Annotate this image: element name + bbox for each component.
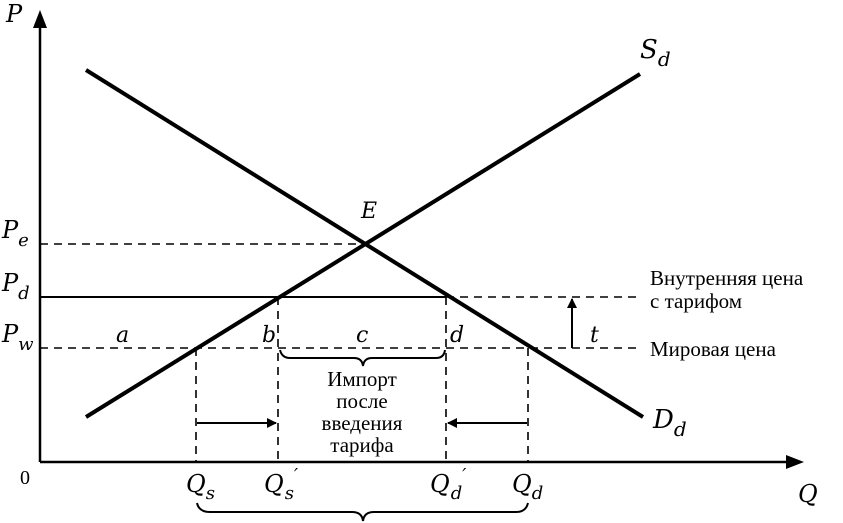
imports-text-line3: введения <box>322 411 403 435</box>
imports-text-line1: Импорт <box>327 367 397 391</box>
supply-curve <box>84 72 642 419</box>
domestic-price-label-line1: Внутренняя цена <box>650 266 804 290</box>
qs-prime-label: Qs′ <box>264 465 298 504</box>
area-a-label: a <box>116 323 129 348</box>
y-axis-label: P <box>5 0 23 28</box>
pe-label: Pe <box>1 216 29 251</box>
y-axis-arrow-icon <box>33 10 47 28</box>
tariff-label: t <box>590 323 599 348</box>
qd-label: Qd <box>512 470 543 504</box>
imports-text-line4: тарифа <box>330 433 394 457</box>
world-price-label: Мировая цена <box>650 337 777 361</box>
x-axis-label: Q <box>798 480 818 508</box>
domestic-price-label-line2: с тарифом <box>650 289 742 313</box>
area-b-label: b <box>262 323 276 348</box>
origin-label: 0 <box>20 467 30 489</box>
equilibrium-label: E <box>360 199 377 224</box>
qs-label: Qs <box>186 470 215 504</box>
pw-label: Pw <box>1 320 34 355</box>
x-axis-arrow-icon <box>786 455 804 469</box>
area-c-label: c <box>356 323 368 348</box>
pd-label: Pd <box>1 269 30 304</box>
imports-text-line2: после <box>336 389 387 413</box>
supply-label: Sd <box>640 35 671 71</box>
imports-brace <box>279 349 446 367</box>
total-imports-brace <box>196 502 529 522</box>
area-d-label: d <box>450 323 464 348</box>
demand-label: Dd <box>652 405 687 441</box>
qd-prime-label: Qd′ <box>430 465 466 504</box>
